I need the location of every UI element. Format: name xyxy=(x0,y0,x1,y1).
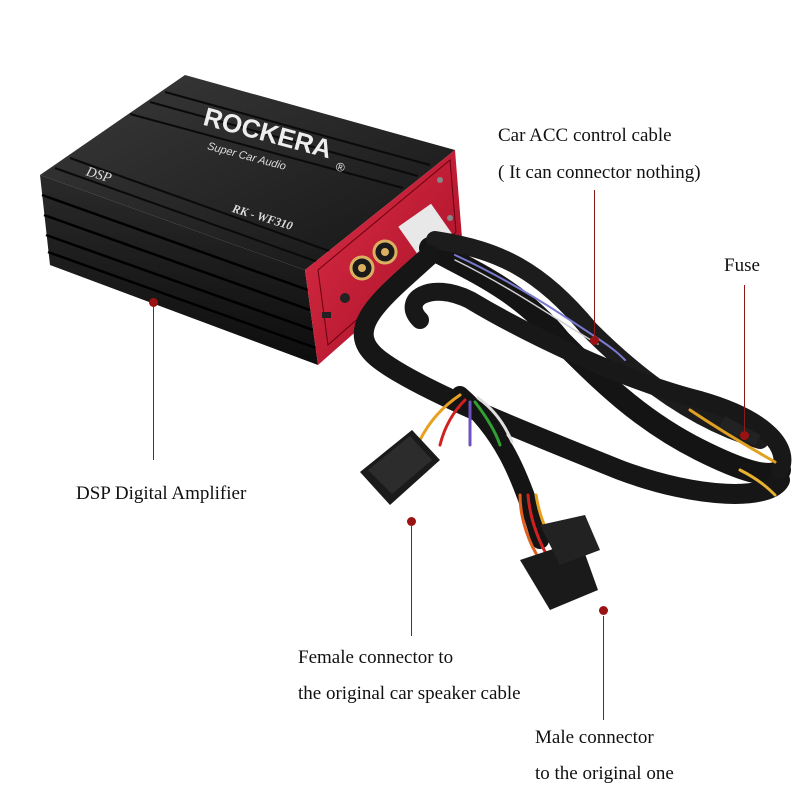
male-connector-leader xyxy=(603,616,604,720)
female-connector-label: Female connector to xyxy=(298,647,454,668)
dsp-dot xyxy=(149,298,158,307)
dsp-leader xyxy=(153,306,154,460)
acc-cable-dot xyxy=(590,336,599,345)
fuse-dot xyxy=(740,431,749,440)
acc-cable-label: Car ACC control cable xyxy=(498,125,672,146)
fuse-leader xyxy=(744,285,745,435)
female-connector-dot xyxy=(407,517,416,526)
male-connector-dot xyxy=(599,606,608,615)
amplifier-housing xyxy=(40,75,462,365)
acc-cable-leader xyxy=(594,190,595,340)
harness-connectors xyxy=(360,430,600,610)
dsp-amplifier-label: DSP Digital Amplifier xyxy=(76,483,247,504)
registered-mark: ® xyxy=(334,159,346,175)
male-connector-note: to the original one xyxy=(535,763,674,784)
female-connector-leader xyxy=(411,526,412,636)
acc-cable-note: ( It can connector nothing) xyxy=(498,162,701,183)
fuse-label: Fuse xyxy=(724,255,760,276)
wiring-harness xyxy=(353,231,792,562)
female-connector-note: the original car speaker cable xyxy=(298,683,521,704)
male-connector-label: Male connector xyxy=(535,727,654,748)
